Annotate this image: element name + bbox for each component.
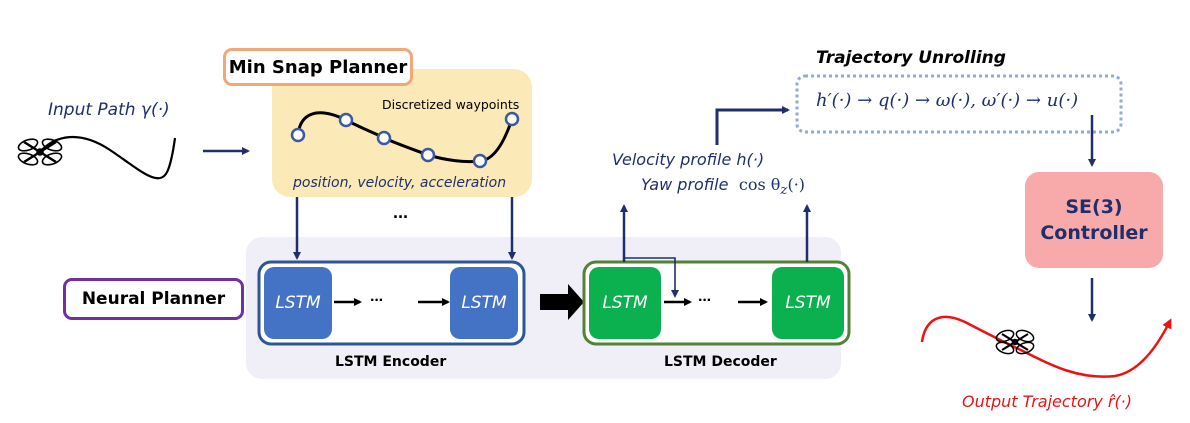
arrow-profile-to-unrolling [715, 106, 790, 145]
encoder-ellipsis: ··· [370, 292, 384, 309]
encoder-to-decoder-arrow [540, 284, 584, 320]
input-path-curve [39, 136, 177, 180]
neural-planner-title: Neural Planner [63, 278, 244, 320]
velocity-profile-label: Velocity profile h(·) [612, 150, 765, 169]
waypoints-label: Discretized waypoints [382, 97, 520, 112]
decoder-lstm-cell-first: LSTM [589, 267, 661, 339]
decoder-lstm-cell-last: LSTM [772, 267, 844, 339]
minsnap-ellipsis: ··· [393, 207, 409, 227]
waypoint-markers [290, 111, 520, 169]
waypoint-marker [290, 127, 306, 143]
output-trajectory-label: Output Trajectory r̂(·) [962, 392, 1133, 411]
unrolling-frame [795, 74, 1123, 134]
output-drone-icon [995, 329, 1035, 355]
yaw-profile-math: cos θz(·) [738, 175, 806, 199]
waypoint-marker [376, 130, 392, 146]
min-snap-title: Min Snap Planner [223, 48, 413, 86]
min-snap-panel [272, 69, 532, 197]
controller-box [1025, 172, 1163, 268]
unrolling-formula: h′(·) → q(·) → ω(·), ω′(·) → u(·) [816, 90, 1079, 111]
encoder-label: LSTM Encoder [335, 354, 447, 370]
waypoint-marker [420, 147, 436, 163]
waypoint-marker [472, 153, 488, 169]
decoder-label: LSTM Decoder [664, 354, 777, 370]
minsnap-outputs-label: position, velocity, acceleration [293, 175, 507, 191]
waypoint-marker [504, 111, 520, 127]
yaw-profile-label: Yaw profile cos θz(·) [641, 175, 805, 198]
controller-line1: SE(3) [1065, 196, 1123, 218]
waypoint-marker [338, 112, 354, 128]
controller-line2: Controller [1040, 222, 1148, 244]
encoder-lstm-cell-last: LSTM [450, 267, 518, 339]
output-trajectory-curve [920, 315, 1172, 378]
yaw-profile-text: Yaw profile [641, 175, 729, 194]
unrolling-title: Trajectory Unrolling [816, 48, 1006, 68]
encoder-lstm-cell-first: LSTM [264, 267, 332, 339]
decoder-ellipsis: ··· [698, 292, 712, 309]
controller-label: SE(3) Controller [1025, 194, 1163, 246]
input-path-label: Input Path γ(·) [48, 100, 170, 120]
